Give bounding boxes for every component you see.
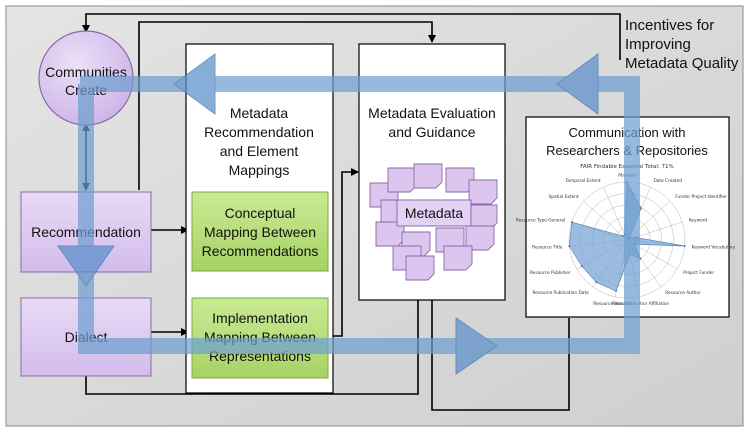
mapping-title-line3: and Element bbox=[220, 143, 299, 159]
radar-axis-label: Resource Type General bbox=[516, 217, 565, 223]
line-dialect-metadata bbox=[85, 271, 422, 395]
incentives-title: Incentives for Improving Metadata Qualit… bbox=[625, 17, 739, 72]
radar-data-point bbox=[570, 221, 573, 223]
evaluation-title-line1: Metadata Evaluation bbox=[368, 105, 496, 121]
flow-band-left bbox=[78, 84, 94, 354]
metadata-document-icon bbox=[443, 245, 473, 271]
radar-data-point bbox=[568, 245, 571, 247]
conceptual-line1: Conceptual bbox=[225, 205, 296, 221]
feedback-line-top bbox=[82, 13, 621, 60]
radar-axis-label: Resource Publisher bbox=[530, 270, 571, 276]
flow-arrow-left-1 bbox=[173, 53, 216, 115]
conceptual-line2: Mapping Between bbox=[204, 224, 316, 240]
radar-axis-label: Keyword bbox=[689, 217, 708, 223]
radar-data-point bbox=[595, 281, 598, 284]
radar-data-point bbox=[639, 257, 642, 260]
radar-spoke bbox=[603, 186, 628, 241]
radar-data-point bbox=[615, 290, 618, 292]
radar-axis-label: Resource Author bbox=[665, 290, 701, 296]
mapping-title-line2: Recommendation bbox=[204, 124, 314, 140]
flow-loop bbox=[57, 53, 640, 375]
conceptual-line3: Recommendations bbox=[202, 243, 319, 259]
radar-axis-label: Temporal Extent bbox=[565, 178, 601, 184]
incentives-title-line1: Incentives for bbox=[625, 17, 714, 34]
mapping-title-line4: Mappings bbox=[229, 162, 290, 178]
radar-axis-label: Resource Identifier bbox=[593, 301, 634, 307]
radar-data-point bbox=[621, 235, 624, 238]
radar-axis-label: Spatial Extent bbox=[549, 194, 579, 200]
mapping-title-line1: Metadata bbox=[230, 105, 289, 121]
line-implementation-evaluation bbox=[330, 168, 359, 337]
radar-axis-label: Date Created bbox=[653, 178, 682, 184]
radar-data-point bbox=[640, 207, 643, 210]
metadata-document-stack bbox=[369, 163, 498, 281]
flow-arrow-right bbox=[455, 317, 498, 375]
incentives-title-line3: Metadata Quality bbox=[625, 55, 739, 72]
metadata-document-icon bbox=[468, 204, 498, 230]
metadata-document-icon bbox=[413, 163, 443, 189]
radar-axis-label: Funder Project Identifier bbox=[675, 194, 727, 200]
radar-data-point bbox=[580, 265, 583, 267]
radar-data-point bbox=[683, 245, 686, 247]
connector-lines bbox=[82, 13, 621, 411]
flow-band-right bbox=[624, 76, 640, 352]
conceptual-mapping-box: Conceptual Mapping Between Recommendatio… bbox=[191, 191, 329, 272]
metadata-label: Metadata bbox=[405, 205, 464, 221]
radar-axis-label: Resource Title bbox=[532, 244, 563, 250]
incentives-title-line2: Improving bbox=[625, 36, 691, 53]
radar-axis-label: Keyword Vocabulary bbox=[692, 244, 736, 250]
metadata-document-icon bbox=[387, 167, 417, 193]
implementation-line1: Implementation bbox=[212, 310, 308, 326]
flow-arrow-left-2 bbox=[556, 53, 599, 115]
evaluation-title-line2: and Guidance bbox=[388, 124, 475, 140]
line-evaluation-communication bbox=[431, 300, 570, 411]
metadata-label-box bbox=[396, 199, 472, 227]
flow-band-bottom bbox=[78, 338, 640, 354]
line-to-evaluation bbox=[138, 21, 436, 190]
radar-axis-label: Resource Publication Date bbox=[532, 290, 589, 296]
radar-axis-label: Project Funder bbox=[683, 270, 714, 276]
flow-arrow-down bbox=[57, 245, 115, 287]
radar-spoke bbox=[583, 201, 628, 241]
metadata-document-icon bbox=[405, 255, 435, 281]
flow-band-top bbox=[80, 76, 638, 92]
radar-axis-label: Resource Author Affiliation bbox=[612, 301, 670, 307]
metadata-document-icon bbox=[468, 179, 498, 205]
